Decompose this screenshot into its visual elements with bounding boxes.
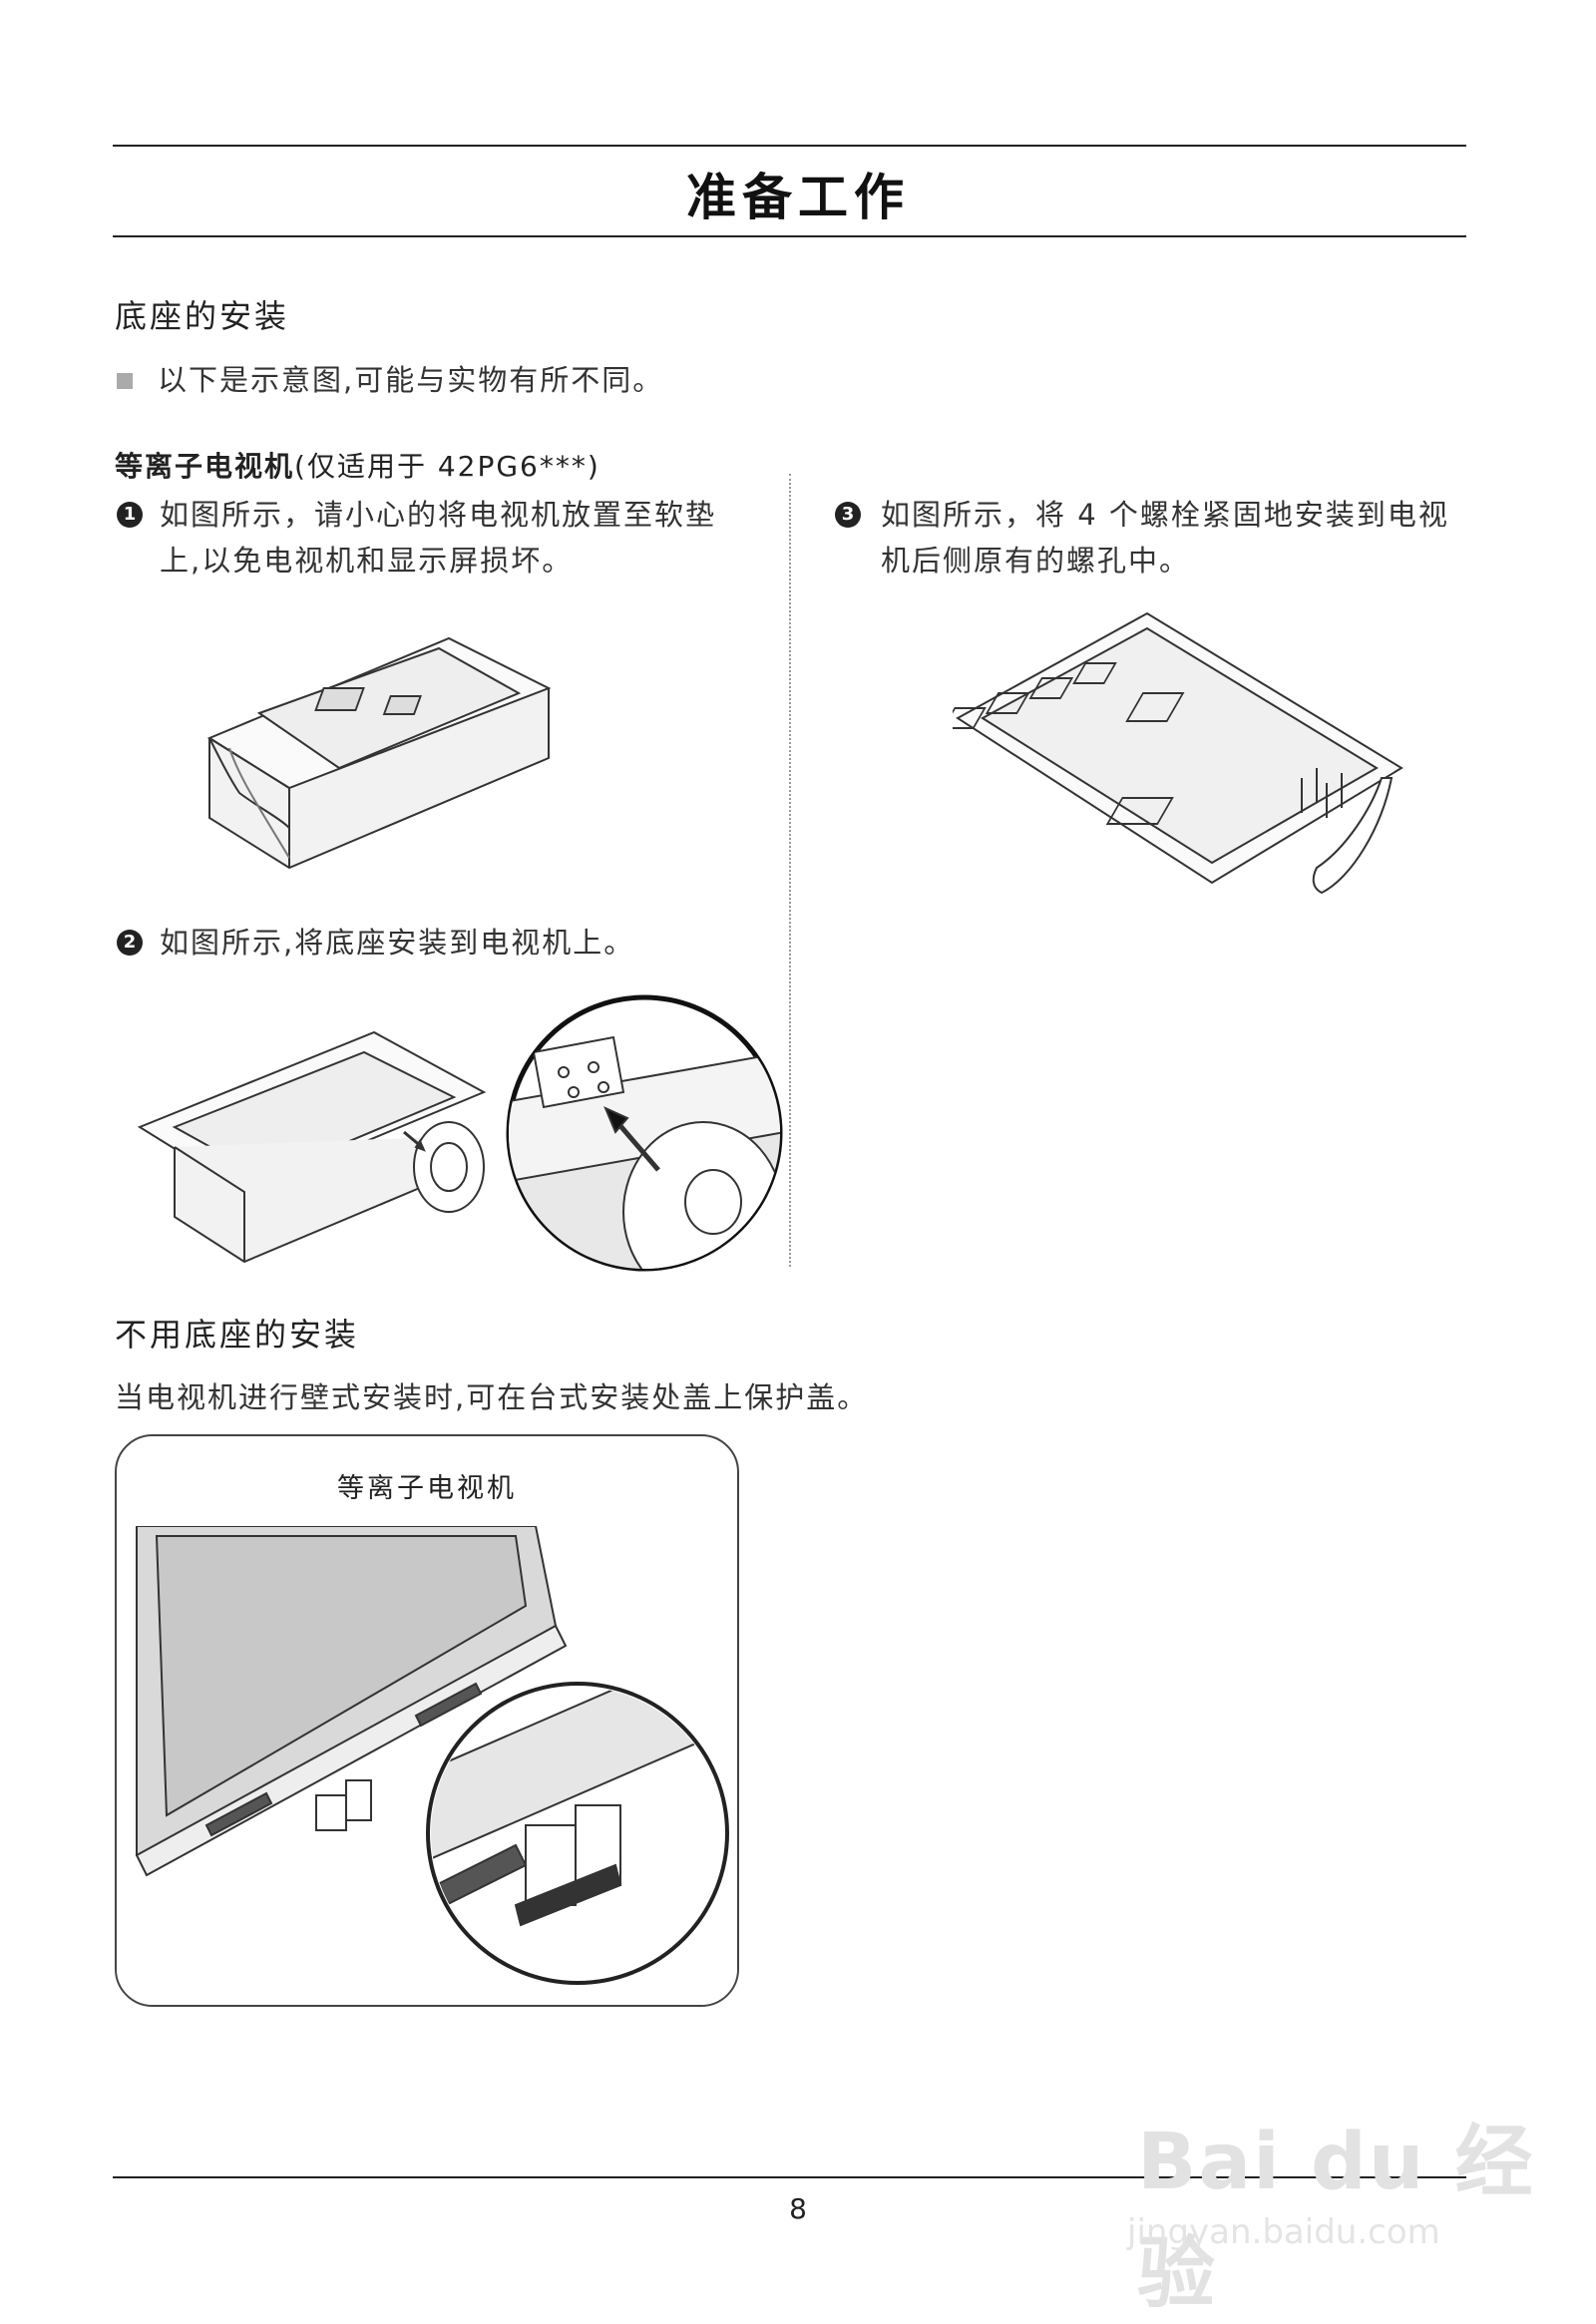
step-3-line2: 机后侧原有的螺孔中。 — [881, 544, 1191, 578]
model-label: 等离子电视机 — [115, 450, 295, 483]
wall-mount-text: 当电视机进行壁式安装时,可在台式安装处盖上保护盖。 — [115, 1380, 869, 1414]
model-line: 等离子电视机(仅适用于 42PG6***) — [115, 445, 600, 485]
panel-title: 等离子电视机 — [337, 1473, 517, 1504]
step-3-text: 如图所示，将 4 个螺栓紧固地安装到电视 机后侧原有的螺孔中。 — [881, 492, 1449, 583]
step-1-number: 1 — [117, 502, 143, 528]
baidu-watermark-brand: Bai du 经验 — [1137, 2118, 1535, 2319]
note-text: 以下是示意图,可能与实物有所不同。 — [158, 363, 664, 397]
note-bullet — [117, 373, 133, 389]
baidu-watermark-url: jingyan.baidu.com — [1127, 2212, 1440, 2252]
footer-rule — [113, 2176, 1466, 2178]
step-2-number: 2 — [117, 930, 143, 956]
protective-cover-panel: 等离子电视机 — [115, 1434, 739, 2007]
model-note: (仅适用于 42PG6***) — [294, 450, 600, 483]
step-2-text: 如图所示,将底座安装到电视机上。 — [160, 926, 635, 960]
section-heading-no-stand: 不用底座的安装 — [115, 1316, 360, 1354]
step-1-line1: 如图所示，请小心的将电视机放置至软垫 — [160, 498, 717, 532]
attach-stand-zoom-illustration — [506, 994, 783, 1272]
tv-bottom-illustration — [117, 1526, 737, 2005]
step-3-number: 3 — [835, 502, 861, 528]
step-1-line2: 上,以免电视机和显示屏损坏。 — [160, 544, 574, 578]
page-title: 准备工作 — [686, 169, 910, 226]
column-divider — [789, 474, 791, 1267]
title-underline — [113, 235, 1466, 237]
attach-stand-illustration — [137, 1030, 487, 1264]
step-1-text: 如图所示，请小心的将电视机放置至软垫 上,以免电视机和显示屏损坏。 — [160, 492, 716, 583]
step-3-line1: 如图所示，将 4 个螺栓紧固地安装到电视 — [881, 498, 1449, 532]
bolts-illustration — [953, 611, 1403, 895]
section-heading-stand: 底座的安装 — [115, 297, 290, 335]
tv-on-pad-illustration — [206, 636, 552, 870]
page-number: 8 — [789, 2192, 807, 2225]
top-rule — [113, 145, 1466, 147]
